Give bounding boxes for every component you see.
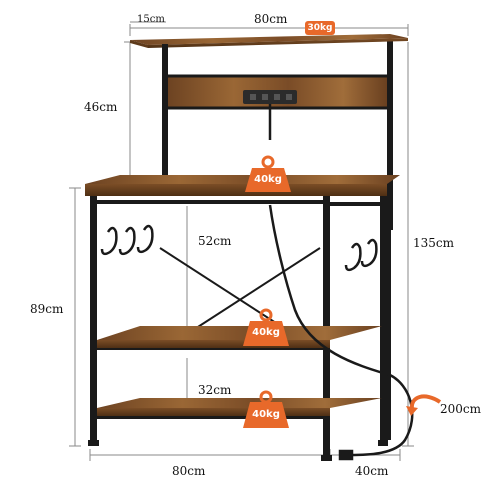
top-depth-label: 15cm	[137, 14, 165, 25]
s-hook-icon	[100, 224, 154, 256]
weight-icon	[243, 308, 289, 346]
curved-arrow-icon	[406, 394, 442, 416]
top-shelf-load-badge: 30kg	[305, 21, 335, 35]
hutch-front-posts	[162, 44, 168, 184]
middle-shelf	[97, 326, 382, 348]
weight-icon	[245, 155, 291, 192]
top-shelf	[130, 34, 408, 48]
worktop	[85, 175, 400, 196]
worktop-load-label: 40kg	[254, 174, 282, 185]
cord-length-label: 200cm	[440, 402, 482, 416]
middle-shelf-load-label: 40kg	[252, 327, 280, 338]
power-strip-icon	[243, 90, 297, 140]
bottom-shelf	[97, 398, 382, 416]
top-width-label: 80cm	[254, 12, 288, 26]
upper-clearance-label: 52cm	[198, 234, 232, 248]
hutch-height-label: 46cm	[84, 100, 118, 114]
s-hook-icon	[344, 238, 378, 272]
bottom-shelf-load-label: 40kg	[252, 409, 280, 420]
base-width-label: 80cm	[172, 464, 206, 478]
feet	[88, 440, 388, 461]
top-shelf-load-label: 30kg	[307, 23, 333, 33]
total-height-label: 135cm	[413, 236, 455, 250]
lower-clearance-label: 32cm	[198, 383, 232, 397]
base-height-label: 89cm	[30, 302, 64, 316]
power-cord	[268, 204, 414, 461]
base-depth-label: 40cm	[355, 464, 389, 478]
weight-icon	[243, 390, 289, 428]
